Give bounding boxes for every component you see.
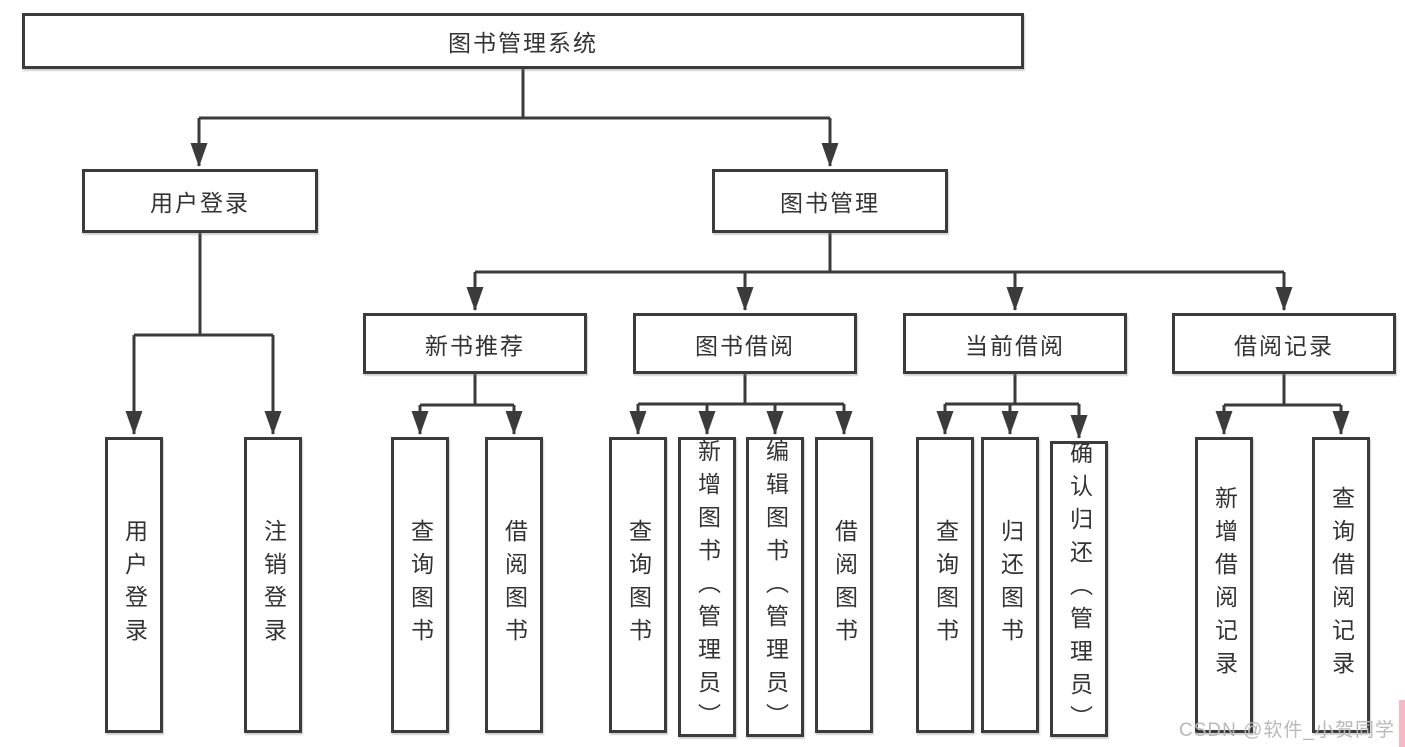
leaf-query-borrow-record: 查询借阅记录 [1312, 437, 1370, 733]
node-root-label: 图书管理系统 [448, 30, 598, 56]
node-book-borrow-label: 图书借阅 [695, 332, 795, 359]
leaf-logout: 注销登录 [244, 437, 302, 733]
leaf-current-query-books-label: 查询图书 [932, 519, 959, 651]
leaf-confirm-return-admin: 确认归还（管理员） [1050, 440, 1108, 738]
node-current-borrow-label: 当前借阅 [965, 332, 1065, 359]
leaf-borrow-books: 借阅图书 [815, 437, 873, 733]
leaf-return-books: 归还图书 [981, 437, 1039, 733]
node-borrow-records: 借阅记录 [1172, 313, 1396, 374]
node-borrow-records-label: 借阅记录 [1234, 332, 1334, 359]
leaf-confirm-return-admin-label: 确认归还（管理员） [1066, 440, 1093, 738]
node-user-login-label: 用户登录 [150, 190, 250, 216]
leaf-return-books-label: 归还图书 [997, 519, 1024, 651]
leaf-add-borrow-record: 新增借阅记录 [1195, 437, 1253, 733]
leaf-current-query-books: 查询图书 [916, 437, 974, 733]
leaf-add-books-admin-label: 新增图书（管理员） [694, 438, 721, 736]
node-book-management-label: 图书管理 [780, 190, 880, 216]
node-root: 图书管理系统 [22, 13, 1024, 69]
leaf-edit-books-admin: 编辑图书（管理员） [746, 437, 804, 737]
node-book-management: 图书管理 [712, 169, 948, 233]
node-new-book-recommend-label: 新书推荐 [425, 332, 525, 359]
leaf-user-login: 用户登录 [105, 437, 163, 733]
leaf-logout-label: 注销登录 [260, 519, 287, 651]
leaf-add-borrow-record-label: 新增借阅记录 [1211, 486, 1238, 684]
node-user-login: 用户登录 [82, 169, 318, 233]
leaf-add-books-admin: 新增图书（管理员） [678, 437, 736, 737]
leaf-recommend-borrow-books-label: 借阅图书 [501, 519, 528, 651]
node-current-borrow: 当前借阅 [903, 313, 1127, 374]
leaf-borrow-query-books: 查询图书 [609, 437, 667, 733]
watermark: CSDN @软件_小贺同学 [1179, 720, 1395, 741]
leaf-recommend-query-books-label: 查询图书 [407, 519, 434, 651]
leaf-borrow-query-books-label: 查询图书 [625, 519, 652, 651]
leaf-edit-books-admin-label: 编辑图书（管理员） [762, 438, 789, 736]
leaf-borrow-books-label: 借阅图书 [831, 519, 858, 651]
node-new-book-recommend: 新书推荐 [363, 313, 587, 374]
right-edge-accent-strip [1399, 700, 1405, 747]
node-book-borrow: 图书借阅 [633, 313, 857, 374]
leaf-user-login-label: 用户登录 [121, 519, 148, 651]
leaf-recommend-query-books: 查询图书 [391, 437, 449, 733]
leaf-recommend-borrow-books: 借阅图书 [485, 437, 543, 733]
leaf-query-borrow-record-label: 查询借阅记录 [1328, 486, 1355, 684]
